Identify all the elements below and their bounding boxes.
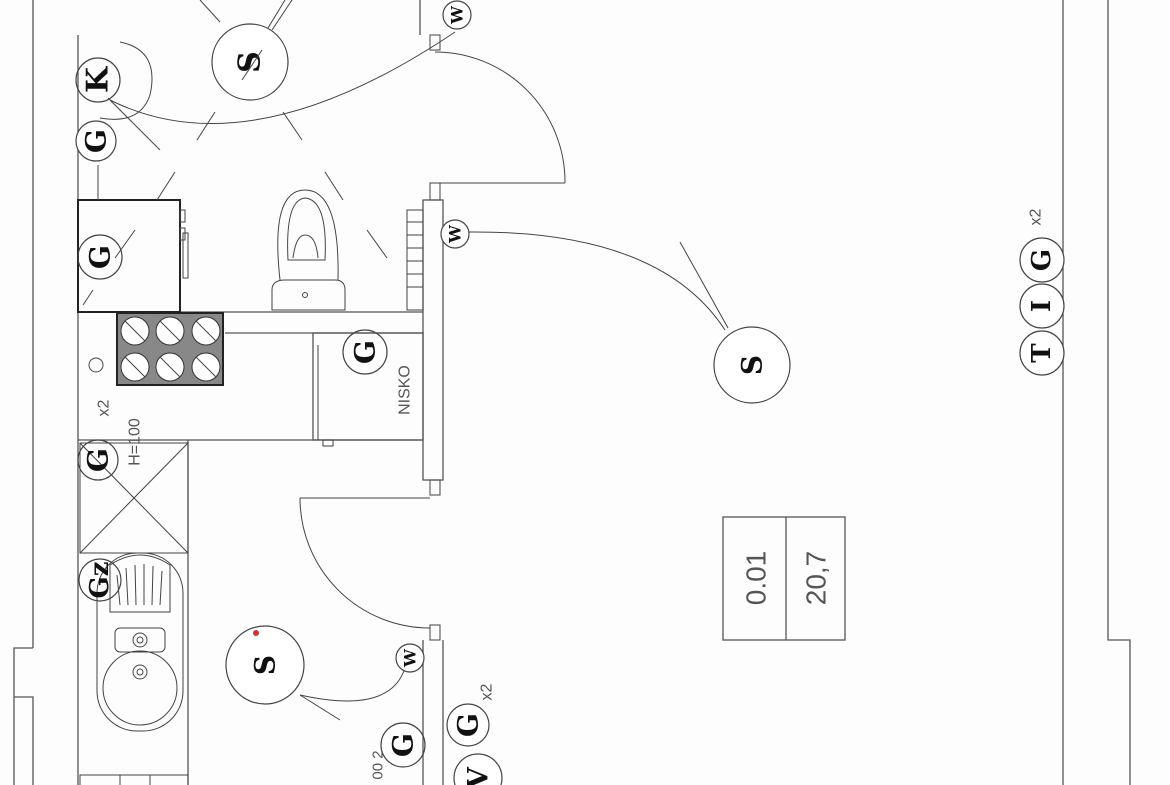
svg-text:Gz: Gz — [85, 562, 115, 599]
g-counter-outlet-icon: G x2 H=100 — [77, 399, 144, 481]
bottom-mult-label: x2 — [479, 683, 496, 700]
kitchen-sink — [96, 552, 184, 732]
switch-top-icon: W — [442, 0, 472, 30]
g-nisko-outlet-icon: G — [342, 329, 388, 375]
svg-text:G: G — [82, 448, 115, 472]
svg-text:G: G — [452, 713, 485, 737]
switch-mid-icon: W — [440, 219, 470, 249]
radiator — [406, 209, 424, 311]
toilet — [271, 189, 346, 311]
room-area: 20,7 — [801, 551, 832, 606]
svg-text:W: W — [448, 5, 467, 25]
gz-sink-outlet-icon: Gz — [78, 558, 122, 602]
sensor-bottom-icon: S — [225, 625, 305, 705]
svg-text:G: G — [80, 129, 113, 153]
nisko-label: NISKO — [397, 365, 414, 415]
sensor-right-icon: S — [713, 326, 791, 404]
v-bottom-outlet-icon: V — [453, 753, 503, 785]
counter-height-label: H=100 — [127, 418, 144, 466]
svg-text:T: T — [1027, 343, 1057, 363]
room-number: 0.01 — [741, 551, 772, 606]
svg-text:S: S — [736, 355, 769, 375]
wiring — [82, 0, 729, 721]
k-outlet-icon: K — [75, 57, 121, 103]
interior-walls — [78, 0, 565, 785]
right-mult-label: x2 — [1028, 208, 1045, 225]
switch-bottom-icon: W — [395, 643, 425, 673]
i-outlet-icon: I — [1019, 283, 1065, 329]
counter-mult-label: x2 — [96, 399, 113, 416]
g-bottom-outlet-b-icon: G x2 — [446, 683, 496, 747]
t-outlet-icon: T — [1019, 330, 1065, 376]
bottom-partial-label: 00 2 — [370, 750, 387, 779]
svg-text:W: W — [401, 648, 420, 668]
g-washer-outlet-icon: G — [77, 234, 123, 280]
g-upper-outlet-icon: G — [75, 120, 117, 162]
room-tag: 0.01 20,7 — [722, 516, 846, 641]
g-bottom-outlet-a-icon: G 00 2 — [370, 722, 426, 780]
svg-text:G: G — [1027, 249, 1057, 271]
stove — [88, 312, 224, 386]
svg-text:V: V — [462, 766, 495, 785]
svg-text:S: S — [249, 655, 282, 675]
door-swing-top — [434, 51, 566, 184]
symbols: S S S W W W K G G G G x2 H=100 Gz G 00 2… — [75, 0, 1065, 785]
door-swing-bottom — [299, 497, 431, 629]
nisko-cabinet: NISKO — [312, 332, 424, 447]
svg-text:I: I — [1027, 300, 1057, 312]
svg-text:W: W — [446, 224, 465, 244]
outer-walls — [13, 0, 1131, 785]
svg-text:G: G — [84, 245, 117, 269]
sensor-top-icon: S — [211, 23, 289, 101]
svg-text:G: G — [387, 733, 420, 757]
g-right-outlet-icon: G x2 — [1019, 208, 1065, 283]
svg-text:S: S — [233, 51, 268, 73]
svg-text:K: K — [81, 66, 116, 93]
svg-text:G: G — [349, 340, 382, 364]
